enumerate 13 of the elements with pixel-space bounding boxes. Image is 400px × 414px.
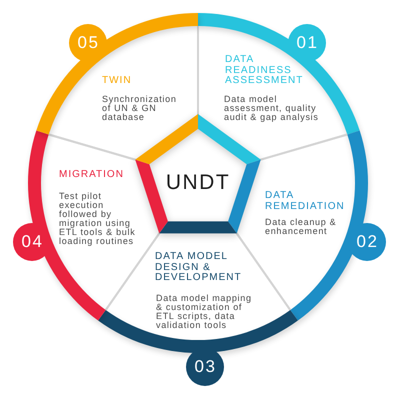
segment-description: Test pilot execution followed by migration using ETL tools & bulk loading routines (59, 192, 136, 246)
segment-heading: MIGRATION (59, 170, 125, 180)
center-label: UNDT (166, 171, 230, 195)
segment-description: Data cleanup & enhancement (265, 218, 338, 236)
segment-heading: TWIN (102, 76, 133, 86)
segment-description: Data model assessment, quality audit & gap analysis (224, 95, 320, 122)
segment-heading: DATA MODEL DESIGN & DEVELOPMENT (155, 252, 243, 284)
step-number-circle: 04 (13, 223, 51, 261)
segment-heading: DATA REMEDIATION (265, 191, 346, 212)
segment-description: Synchronization of UN & GN database (102, 95, 178, 122)
step-number-circle: 05 (69, 24, 107, 62)
step-number-circle: 01 (288, 24, 326, 62)
segment-description: Data model mapping & customization of ETL scripts, data validation tools (156, 294, 253, 330)
